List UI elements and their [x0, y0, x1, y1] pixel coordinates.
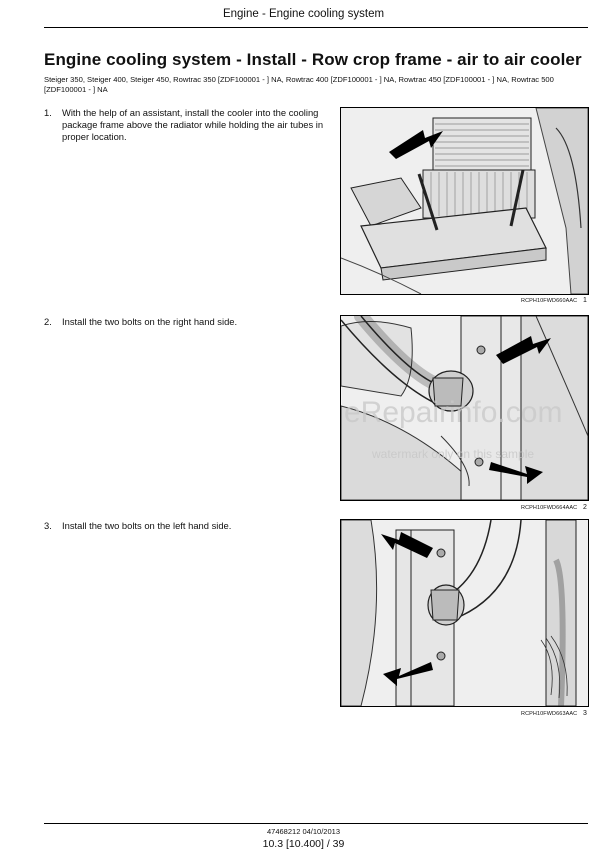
footer-doc-code: 47468212 04/10/2013 [267, 827, 340, 836]
step-number: 1. [44, 107, 52, 118]
applicability-text: Steiger 350, Steiger 400, Steiger 450, R… [44, 75, 554, 94]
figure-2-image [340, 315, 589, 501]
step-text: Install the two bolts on the right hand … [62, 316, 238, 327]
header-rule [44, 27, 588, 28]
watermark-main: eRepairinfo.com [344, 396, 563, 429]
figure-3-number: 3 [583, 710, 587, 717]
figure-1-reference: RCPH10FWD660AAC [521, 298, 578, 304]
step-text: Install the two bolts on the left hand s… [62, 520, 232, 531]
watermark-sub: watermark only on this sample [372, 447, 535, 461]
page-title: Engine cooling system - Install - Row cr… [44, 50, 582, 69]
footer-page-number: 10.3 [10.400] / 39 [262, 838, 345, 850]
figure-2-number: 2 [583, 504, 587, 511]
figure-3-reference: RCPH10FWD663AAC [521, 711, 578, 717]
step-text: With the help of an assistant, install t… [62, 107, 324, 142]
step-number: 3. [44, 520, 52, 531]
step-number: 2. [44, 316, 52, 327]
figure-1-image [340, 107, 589, 295]
figure-2-reference: RCPH10FWD664AAC [521, 505, 578, 511]
figure-1-number: 1 [583, 297, 587, 304]
figure-3-image [340, 519, 589, 707]
running-header: Engine - Engine cooling system [222, 8, 385, 20]
footer-rule [44, 823, 588, 824]
